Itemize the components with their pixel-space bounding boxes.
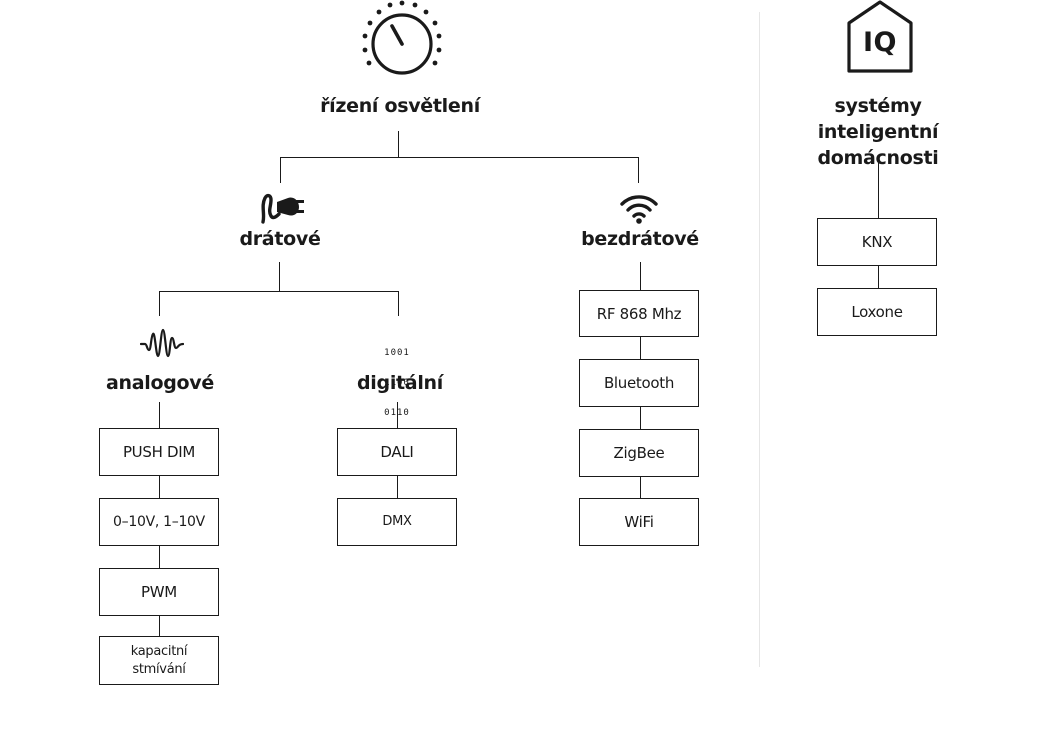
smart-home-title: systémy inteligentní domácnosti xyxy=(778,93,978,171)
protocol-label: kapacitní stmívání xyxy=(130,643,188,677)
protocol-box-dmx: DMX xyxy=(337,498,457,546)
connector xyxy=(640,476,641,499)
connector xyxy=(279,262,280,291)
protocol-box-wifi: WiFi xyxy=(579,498,699,546)
connector xyxy=(878,265,879,289)
protocol-box-dali: DALI xyxy=(337,428,457,476)
plug-icon xyxy=(261,193,304,224)
connector xyxy=(159,545,160,569)
protocol-box-push-dim: PUSH DIM xyxy=(99,428,219,476)
connector xyxy=(398,131,399,157)
lighting-control-title: řízení osvětlení xyxy=(320,95,480,117)
connector xyxy=(397,402,398,429)
connector xyxy=(640,336,641,360)
binary-icon: 1001 1100 0110 xyxy=(373,328,421,438)
connector xyxy=(280,157,639,158)
wifi-icon xyxy=(620,195,658,224)
analog-title: analogové xyxy=(106,372,214,394)
wired-title: drátové xyxy=(239,228,321,250)
analog-wave-icon xyxy=(140,328,184,358)
connector xyxy=(397,475,398,499)
iq-house-icon xyxy=(847,0,913,73)
binary-row: 1001 xyxy=(384,348,410,358)
connector xyxy=(159,402,160,429)
connector xyxy=(398,291,399,316)
iq-logo-text: IQ xyxy=(863,27,897,58)
connector xyxy=(159,291,160,316)
connector xyxy=(878,156,879,219)
binary-row: 1100 xyxy=(384,378,410,388)
digital-title: digitální xyxy=(357,372,443,394)
connector xyxy=(159,615,160,637)
protocol-box-knx: KNX xyxy=(817,218,937,266)
protocol-box-capacitive-dimming: kapacitní stmívání xyxy=(99,636,219,685)
protocol-box-pwm: PWM xyxy=(99,568,219,616)
dimmer-knob-icon xyxy=(362,0,442,75)
connector xyxy=(280,157,281,183)
wireless-title: bezdrátové xyxy=(581,228,699,250)
protocol-box-loxone: Loxone xyxy=(817,288,937,336)
protocol-box-rf-868: RF 868 Mhz xyxy=(579,290,699,337)
connector xyxy=(640,406,641,430)
binary-row: 0110 xyxy=(384,408,410,418)
column-separator xyxy=(759,12,760,667)
protocol-box-zigbee: ZigBee xyxy=(579,429,699,477)
connector xyxy=(159,291,399,292)
protocol-box-bluetooth: Bluetooth xyxy=(579,359,699,407)
connector xyxy=(638,157,639,183)
smart-home-title-text: systémy inteligentní domácnosti xyxy=(817,95,939,169)
protocol-box-0-10v: 0–10V, 1–10V xyxy=(99,498,219,546)
connector xyxy=(640,262,641,291)
connector xyxy=(159,475,160,499)
